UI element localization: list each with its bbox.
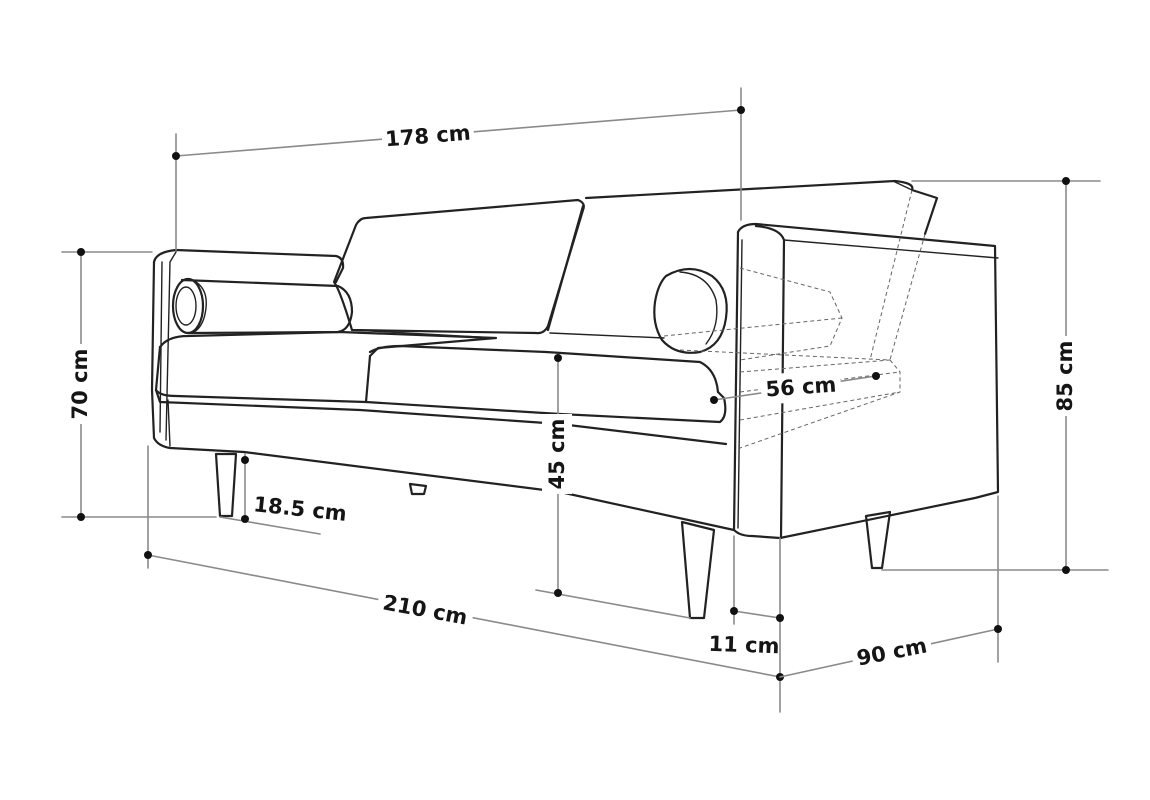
dim-leg-inset	[730, 535, 784, 625]
label-total-width: 210 cm	[375, 586, 476, 634]
leg-front-right	[680, 520, 716, 620]
left-armrest	[150, 248, 345, 454]
leg-height-text: 18.5 cm	[252, 492, 347, 526]
sofa-back-frame	[584, 179, 939, 236]
label-leg-height: 18.5 cm	[252, 492, 347, 526]
leg-front-left	[214, 452, 238, 518]
back-cushion-right	[546, 204, 585, 332]
right-bolster-pillow	[653, 267, 728, 354]
leg-inset-text: 11 cm	[708, 632, 780, 658]
sofa-legs	[214, 452, 892, 620]
hidden-inner-lines	[663, 189, 926, 449]
label-leg-inset: 11 cm	[708, 632, 780, 658]
arm-height-text: 70 cm	[68, 349, 92, 420]
seat-cushions	[154, 329, 727, 424]
label-back-width: 178 cm	[380, 117, 475, 155]
label-arm-height: 70 cm	[65, 344, 95, 424]
seat-height-text: 45 cm	[545, 419, 569, 490]
dimension-lines	[61, 87, 1109, 713]
label-total-height: 85 cm	[1050, 336, 1080, 416]
dim-back-width	[172, 87, 745, 251]
leg-back-middle	[408, 482, 428, 496]
label-total-depth: 90 cm	[849, 629, 934, 675]
label-seat-height: 45 cm	[542, 414, 572, 494]
label-seat-depth: 56 cm	[759, 369, 842, 405]
sofa-drawing	[150, 179, 1000, 620]
seat-depth-text: 56 cm	[765, 373, 837, 402]
back-cushion-left	[332, 198, 585, 335]
leg-back-right	[864, 510, 892, 570]
total-height-text: 85 cm	[1053, 341, 1077, 412]
dim-leg-height	[219, 453, 321, 535]
dim-total-width	[144, 445, 784, 713]
left-bolster-pillow	[171, 277, 354, 335]
